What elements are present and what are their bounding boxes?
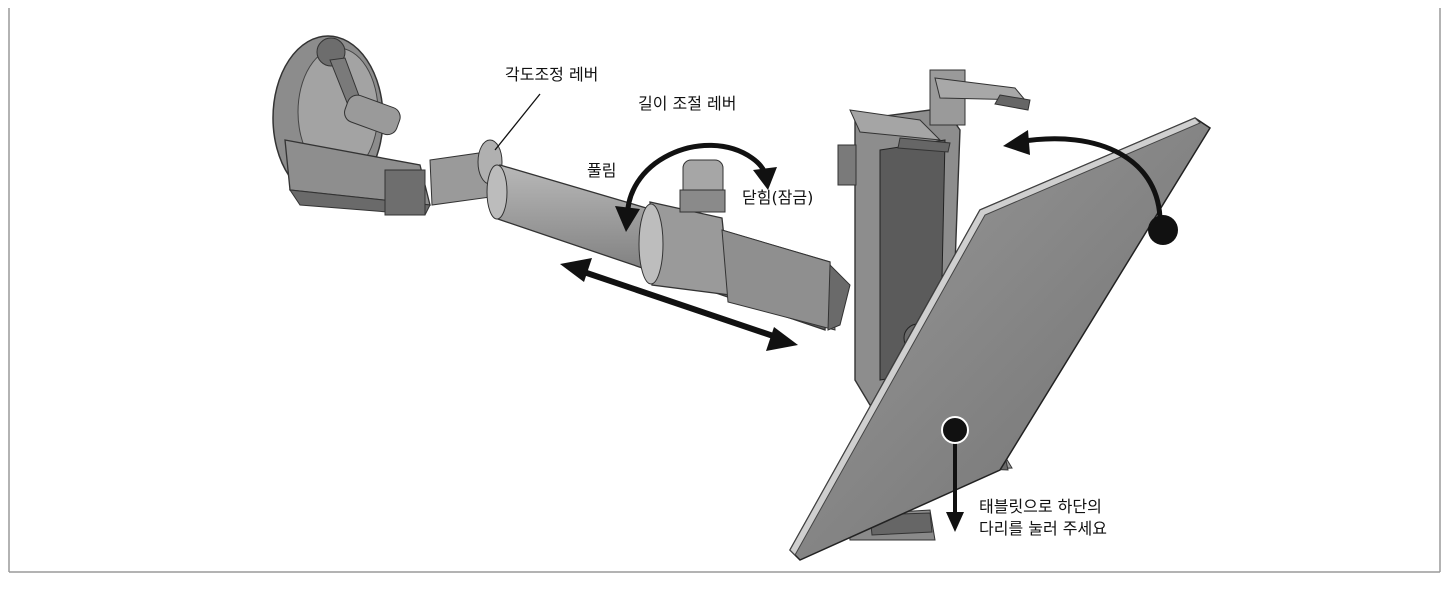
lever-rotate-arrow [615,142,777,232]
angle-lever-block [284,139,506,216]
press-arrow [941,416,969,532]
tablet-instruction-line1: 태블릿으로 하단의 [979,497,1102,516]
lock-label: 닫힘(잠금) [742,188,814,207]
length-lever-collar [638,159,851,331]
tablet [789,117,1212,561]
angle-lever-label: 각도조정 레버 [505,65,599,84]
tablet-tilt-arrow [1003,130,1178,245]
length-lever-label: 길이 조절 레버 [638,94,737,113]
tablet-instruction-line2: 다리를 눌러 주세요 [979,519,1107,538]
frame-border [8,8,1441,573]
length-arrow [560,258,798,351]
tablet-instruction: 태블릿으로 하단의 다리를 눌러 주세요 [979,496,1107,540]
angle-lever-leader [494,93,541,151]
release-label: 풀림 [587,161,617,180]
